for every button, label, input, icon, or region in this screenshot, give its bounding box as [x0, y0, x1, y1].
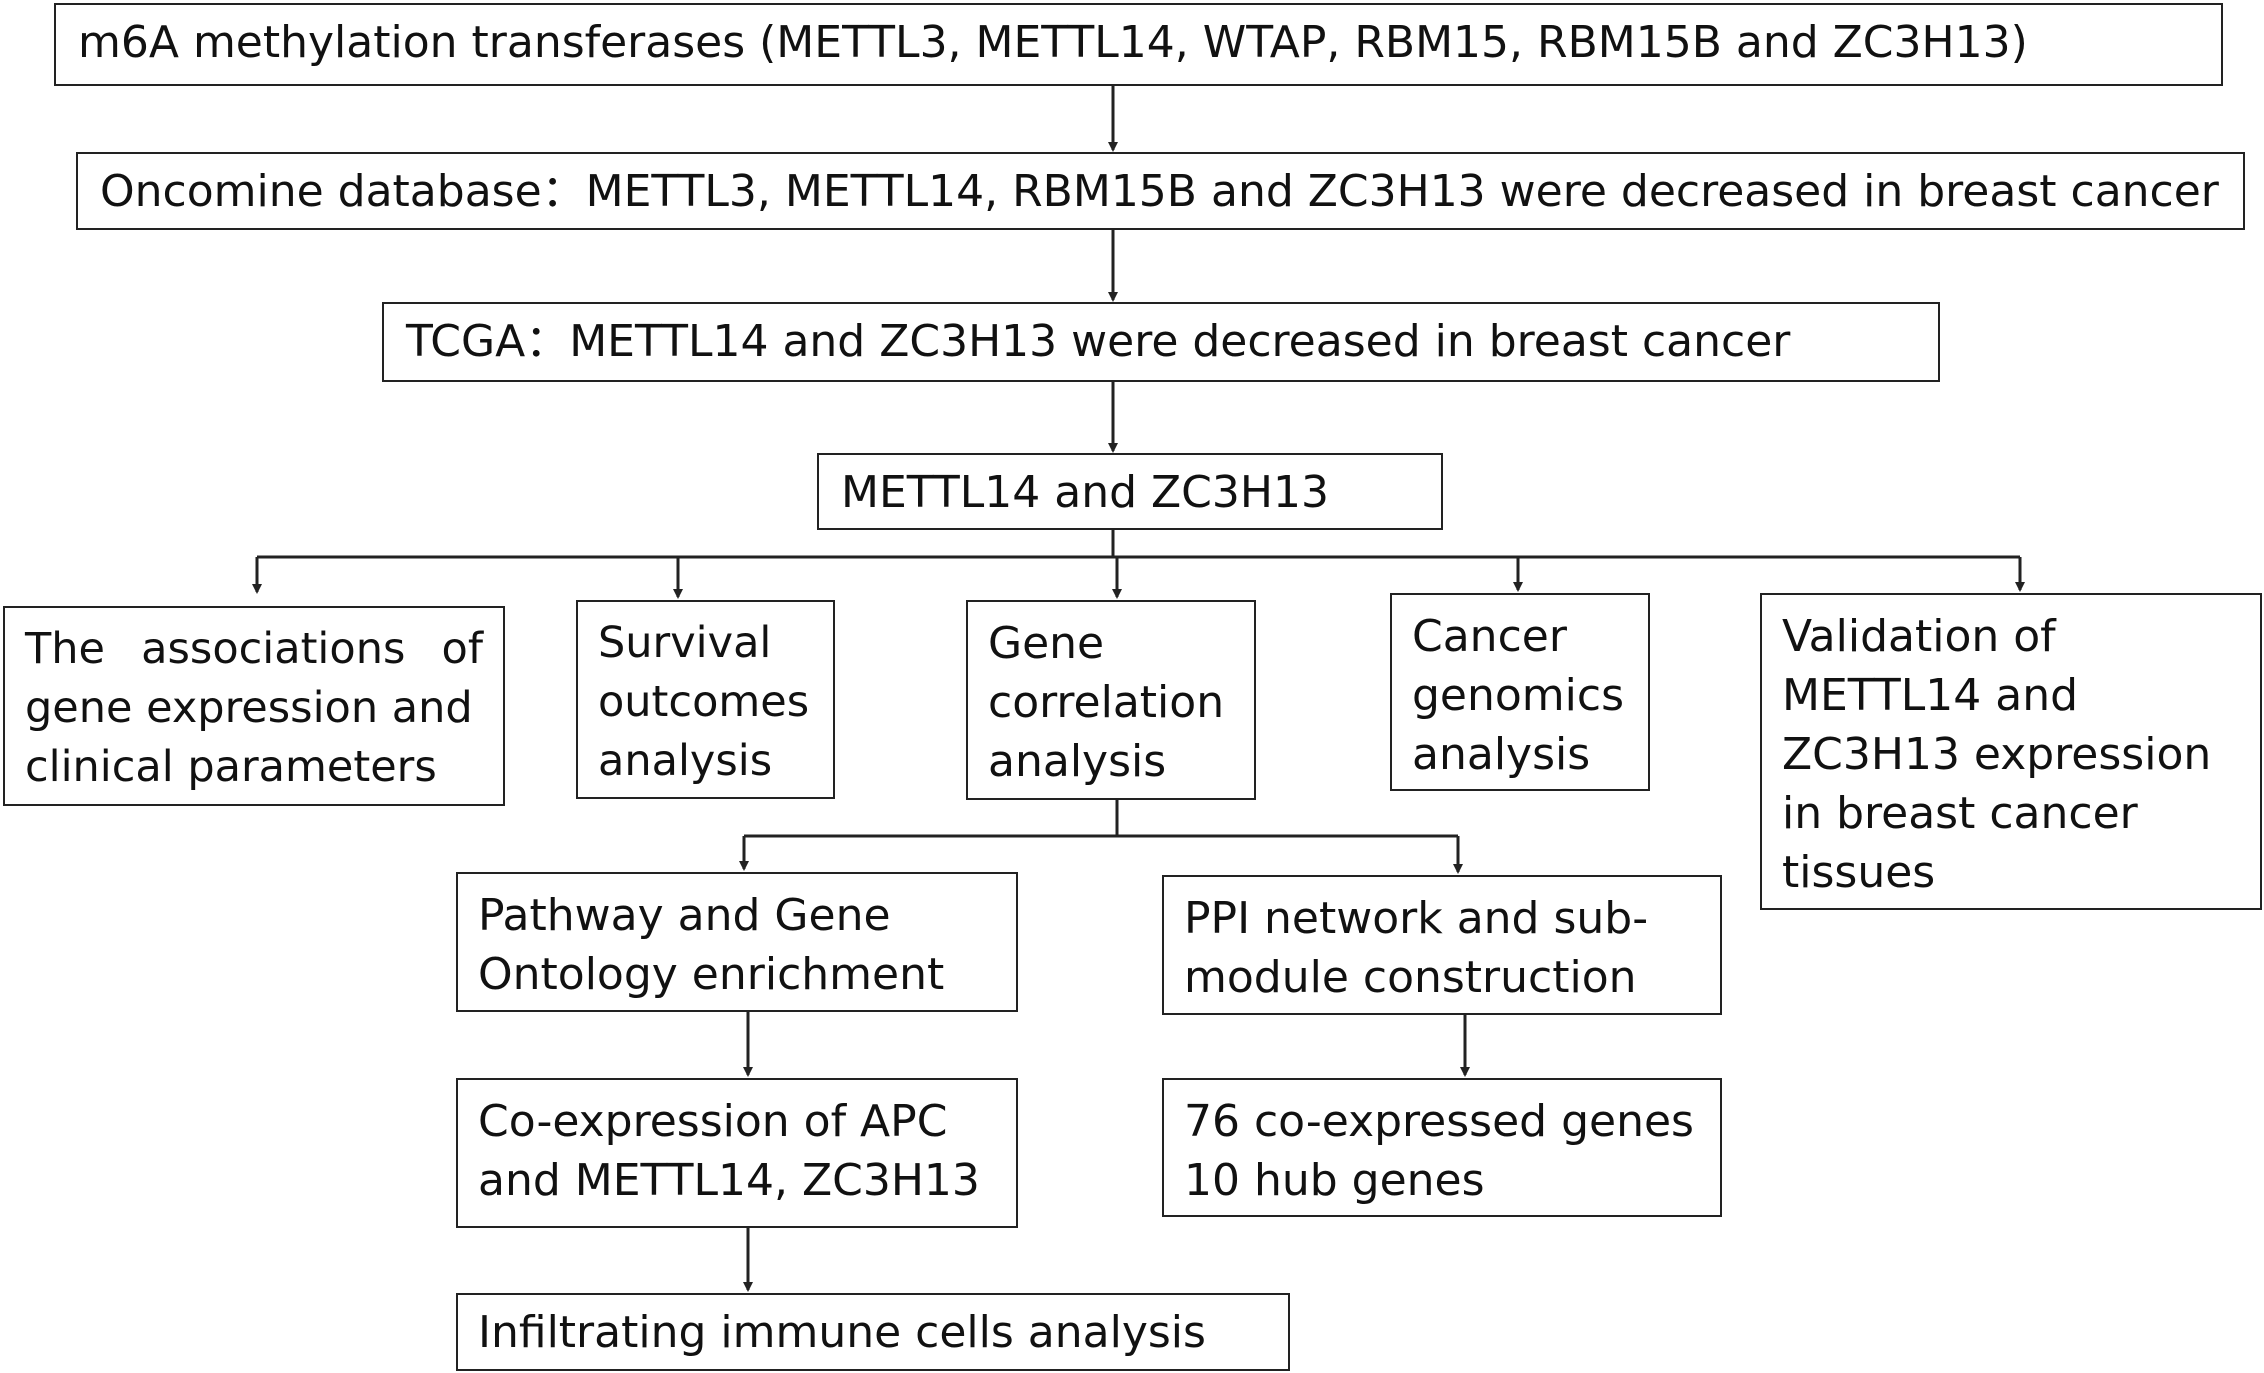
genes-text: METTL14 and ZC3H13 — [841, 467, 1329, 518]
genomics-line-3: analysis — [1412, 729, 1591, 780]
ppi-box: PPI network and sub- module construction — [1162, 875, 1722, 1015]
associations-line-2: gene expression and — [25, 683, 473, 733]
ppi-line-2: module construction — [1184, 952, 1637, 1003]
pathway-line-1: Pathway and Gene — [478, 890, 891, 941]
coexpression-line-2: and METTL14, ZC3H13 — [478, 1155, 980, 1206]
correlation-line-1: Gene — [988, 618, 1105, 669]
validation-line-5: tissues — [1782, 847, 1936, 898]
pathway-box: Pathway and Gene Ontology enrichment — [456, 872, 1018, 1012]
survival-line-3: analysis — [598, 736, 773, 786]
associations-line-3: clinical parameters — [25, 742, 437, 792]
ppi-line-1: PPI network and sub- — [1184, 893, 1649, 944]
validation-line-2: METTL14 and — [1782, 670, 2079, 721]
transferases-box: m6A methylation transferases (METTL3, ME… — [54, 3, 2223, 86]
tcga-box: TCGA：METTL14 and ZC3H13 were decreased i… — [382, 302, 1940, 382]
pathway-line-2: Ontology enrichment — [478, 949, 945, 1000]
hub-box: 76 co-expressed genes 10 hub genes — [1162, 1078, 1722, 1217]
validation-line-1: Validation of — [1782, 611, 2056, 662]
hub-line-1: 76 co-expressed genes — [1184, 1096, 1694, 1147]
genes-box: METTL14 and ZC3H13 — [817, 453, 1443, 530]
validation-line-4: in breast cancer — [1782, 788, 2138, 839]
associations-box: The associations of gene expression and … — [3, 606, 505, 806]
transferases-text: m6A methylation transferases (METTL3, ME… — [78, 17, 2028, 68]
genomics-box: Cancer genomics analysis — [1390, 593, 1650, 791]
survival-line-1: Survival — [598, 618, 772, 668]
genomics-line-2: genomics — [1412, 670, 1625, 721]
tcga-text: TCGA：METTL14 and ZC3H13 were decreased i… — [406, 316, 1791, 367]
validation-line-3: ZC3H13 expression — [1782, 729, 2212, 780]
survival-line-2: outcomes — [598, 677, 810, 727]
immune-box: Infiltrating immune cells analysis — [456, 1293, 1290, 1371]
correlation-line-3: analysis — [988, 736, 1167, 787]
oncomine-text: Oncomine database：METTL3, METTL14, RBM15… — [100, 166, 2219, 217]
oncomine-box: Oncomine database：METTL3, METTL14, RBM15… — [76, 152, 2245, 230]
coexpression-line-1: Co-expression of APC — [478, 1096, 948, 1147]
correlation-box: Gene correlation analysis — [966, 600, 1256, 800]
hub-line-2: 10 hub genes — [1184, 1155, 1485, 1206]
survival-box: Survival outcomes analysis — [576, 600, 835, 799]
correlation-line-2: correlation — [988, 677, 1225, 728]
genomics-line-1: Cancer — [1412, 611, 1567, 662]
associations-line-1: The associations of — [25, 624, 483, 674]
immune-text: Infiltrating immune cells analysis — [478, 1307, 1206, 1358]
validation-box: Validation of METTL14 and ZC3H13 express… — [1760, 593, 2262, 910]
coexpression-box: Co-expression of APC and METTL14, ZC3H13 — [456, 1078, 1018, 1228]
